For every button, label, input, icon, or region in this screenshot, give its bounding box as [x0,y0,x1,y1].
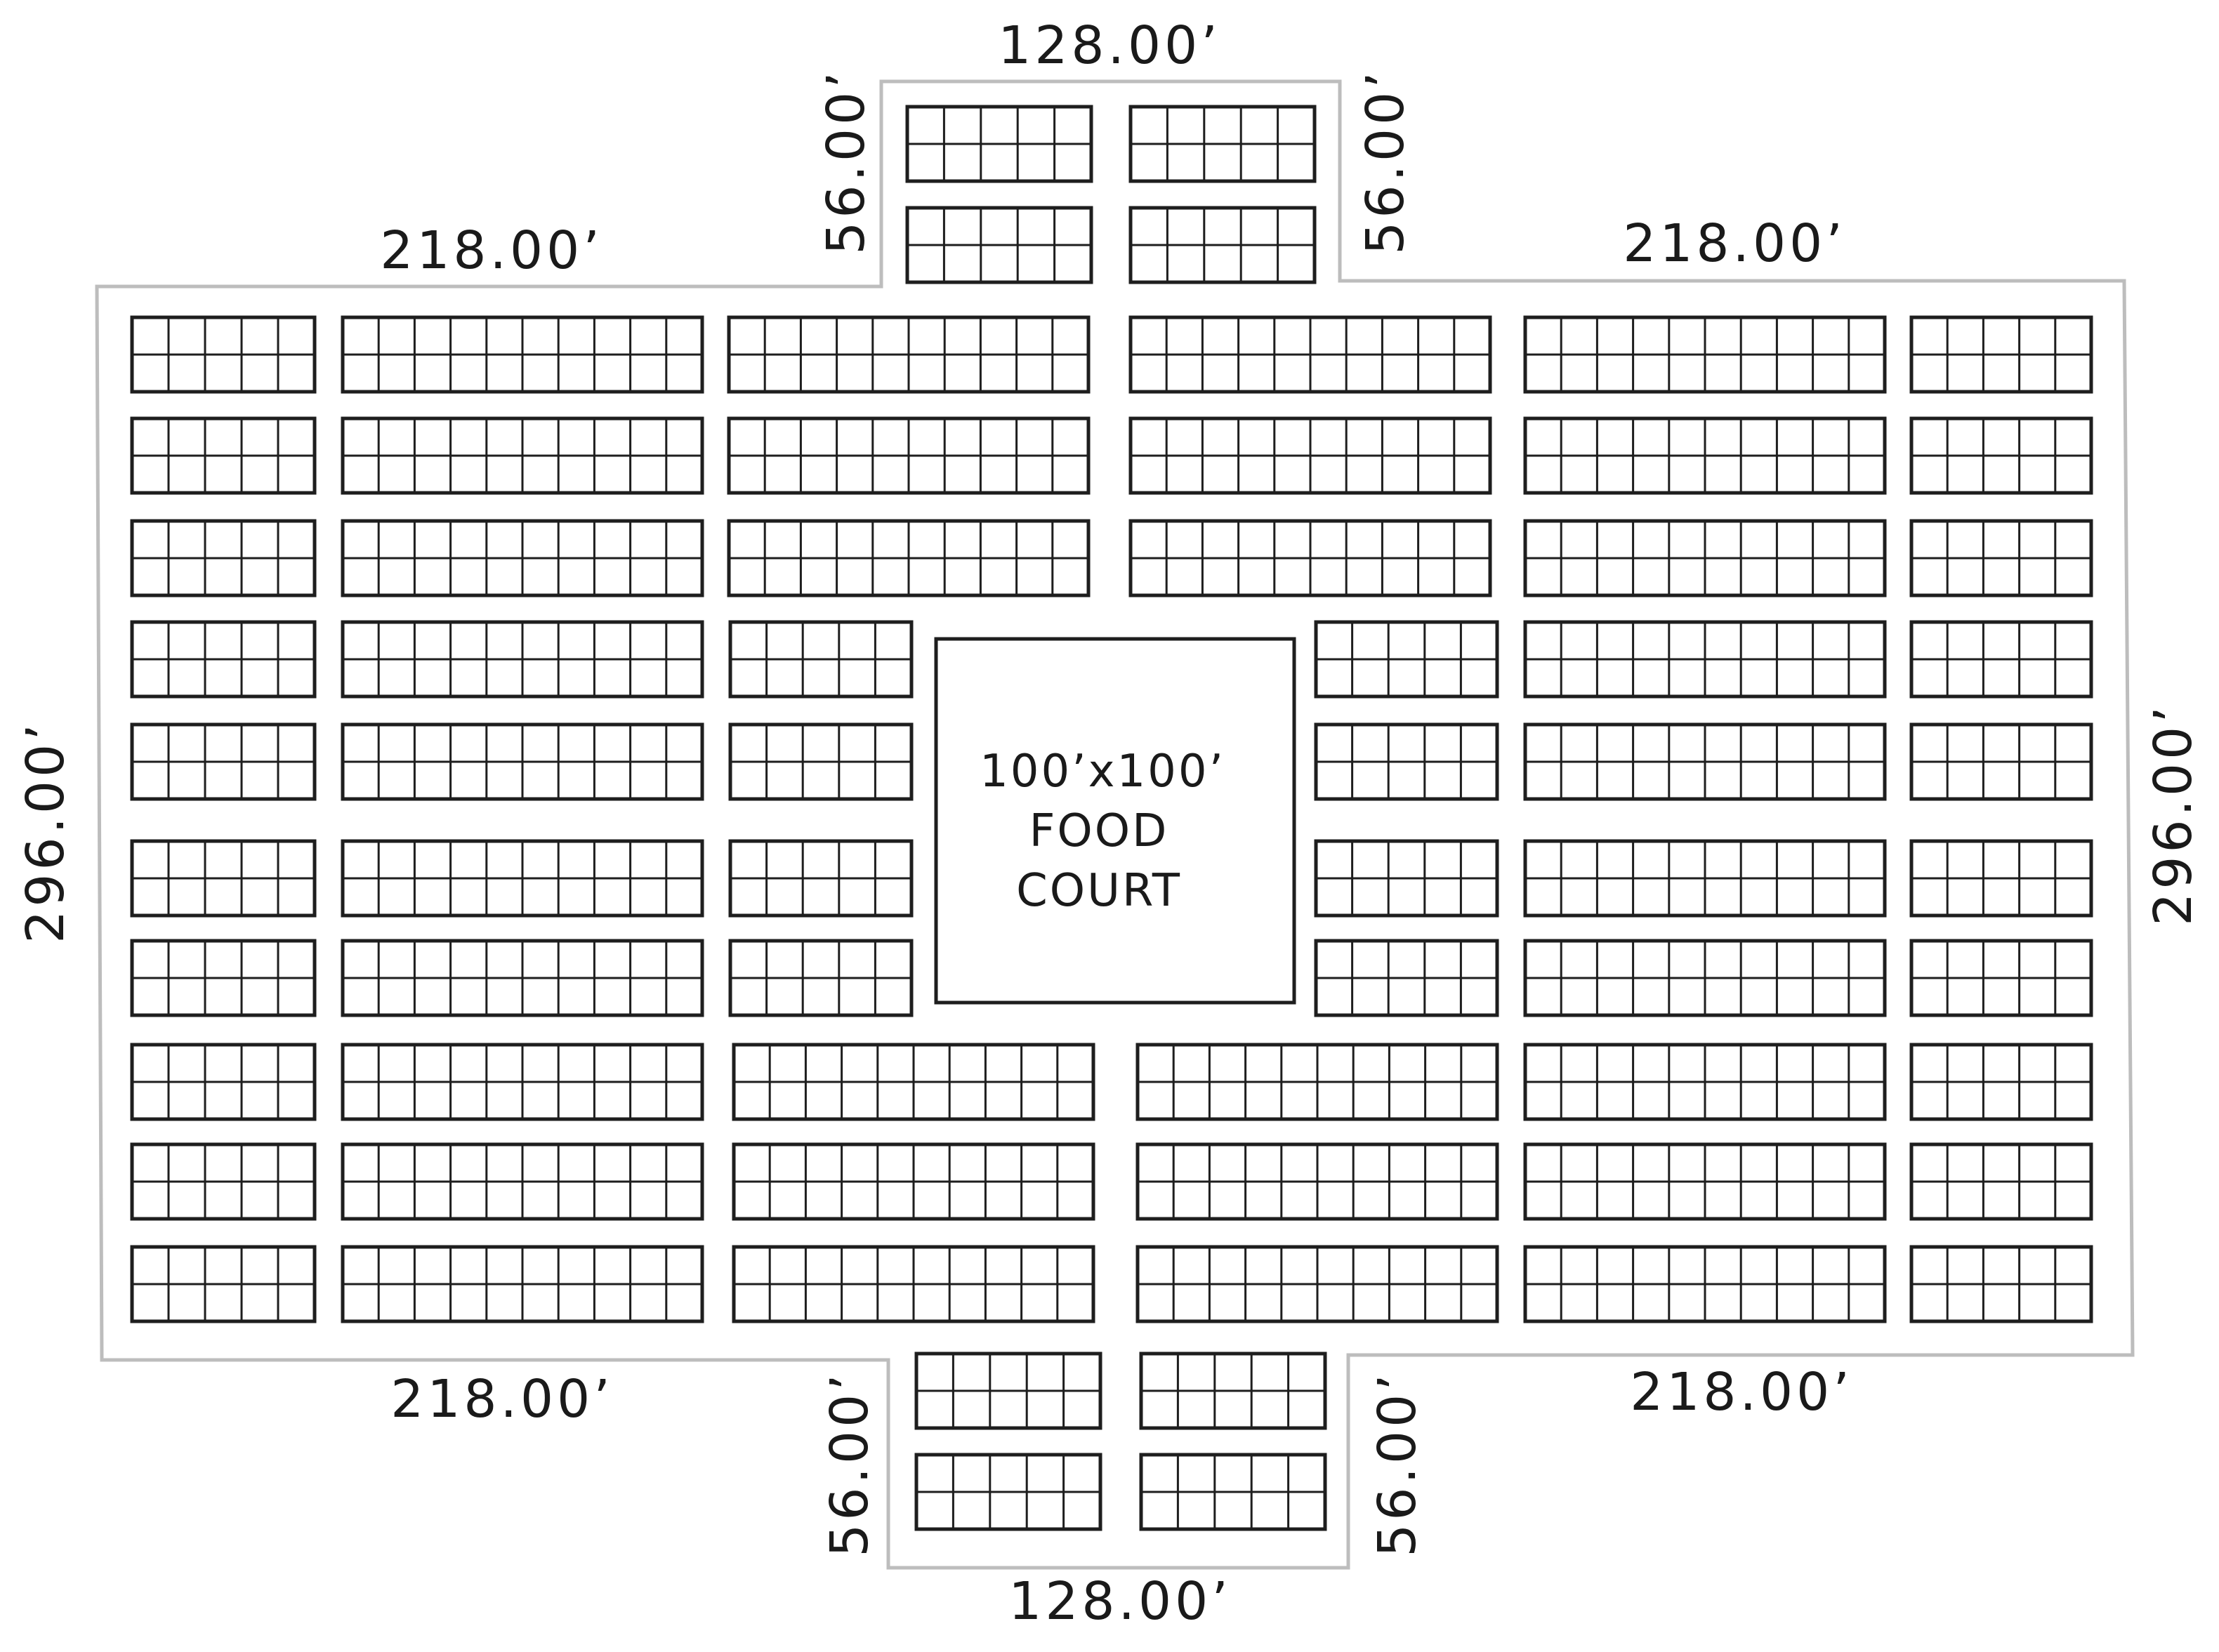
booth-block [341,839,704,918]
booth-block [341,1043,704,1121]
booth-block [1523,620,1887,699]
booth-block [130,722,317,801]
booth-block [727,315,1091,394]
booth-block [1128,105,1317,183]
booth-block [1523,722,1887,801]
booth-block [905,206,1093,284]
booth-block [130,416,317,495]
booth-block [1909,1142,2093,1221]
booth-block [905,105,1093,183]
booth-block [914,1453,1102,1531]
booth-block [1314,939,1499,1017]
booth-block [341,620,704,699]
booth-block [1128,416,1492,495]
booth-block [130,939,317,1017]
booth-block [130,839,317,918]
dimension-top-right-width: 218.00’ [1623,213,1845,274]
dimension-bottom-left-width: 218.00’ [390,1369,613,1429]
dimension-top-notch-right-depth: 56.00’ [1355,68,1416,254]
booth-block [341,315,704,394]
booth-block [1139,1352,1327,1430]
food-court [934,637,1296,1005]
booth-block [1135,1142,1499,1221]
booth-block [130,315,317,394]
booth-block [1523,939,1887,1017]
booth-block [728,620,914,699]
booth-block [1909,620,2093,699]
booth-block [1909,416,2093,495]
dimension-bottom-notch-width: 128.00’ [1008,1571,1231,1632]
booth-block [914,1352,1102,1430]
booth-block [732,1142,1095,1221]
dimension-bottom-right-width: 218.00’ [1630,1362,1852,1422]
booth-block [130,1142,317,1221]
booth-block [1909,722,2093,801]
booth-block [1135,1043,1499,1121]
booth-block [130,1043,317,1121]
food-court-name-label: FOOD [1029,805,1169,857]
booth-block [727,416,1091,495]
booth-block [130,1245,317,1323]
booth-block [1139,1453,1327,1531]
food-court-name-label-2: COURT [1016,865,1182,917]
booth-block [1128,315,1492,394]
booth-block [1128,206,1317,284]
booth-block [130,519,317,597]
food-court-size-label: 100’x100’ [980,746,1225,798]
booth-block [1523,315,1887,394]
booth-block [1314,722,1499,801]
booth-block [732,1245,1095,1323]
booth-block [1909,839,2093,918]
dimension-bottom-notch-left-depth: 56.00’ [819,1370,880,1557]
booth-block [728,722,914,801]
booth-block [341,939,704,1017]
dimension-top-left-width: 218.00’ [380,220,603,281]
booth-block [732,1043,1095,1121]
booth-block [1909,315,2093,394]
booth-block [1523,519,1887,597]
booth-block [1314,620,1499,699]
booth-block [1909,519,2093,597]
booth-block [1909,939,2093,1017]
booth-block [1523,416,1887,495]
booth-block [341,416,704,495]
booth-block [341,722,704,801]
dimension-top-notch-width: 128.00’ [998,15,1220,76]
booth-block [728,939,914,1017]
booth-block [1909,1245,2093,1323]
booth-block [1523,1043,1887,1121]
dimension-top-notch-left-depth: 56.00’ [816,68,876,254]
booth-block [341,1142,704,1221]
dimension-right-height: 296.00’ [2143,703,2204,925]
booth-block [1523,1245,1887,1323]
dimension-left-height: 296.00’ [15,720,76,943]
booth-block [1135,1245,1499,1323]
booth-block [130,620,317,699]
booth-block [1909,1043,2093,1121]
booth-block [728,839,914,918]
booth-block [341,1245,704,1323]
booth-block [727,519,1091,597]
booth-block [1314,839,1499,918]
building-outline [95,79,2135,1570]
booth-block [341,519,704,597]
booth-block [1523,1142,1887,1221]
booth-block [1523,839,1887,918]
dimension-bottom-notch-right-depth: 56.00’ [1367,1370,1428,1557]
booth-blocks [130,105,2093,1531]
booth-block [1128,519,1492,597]
